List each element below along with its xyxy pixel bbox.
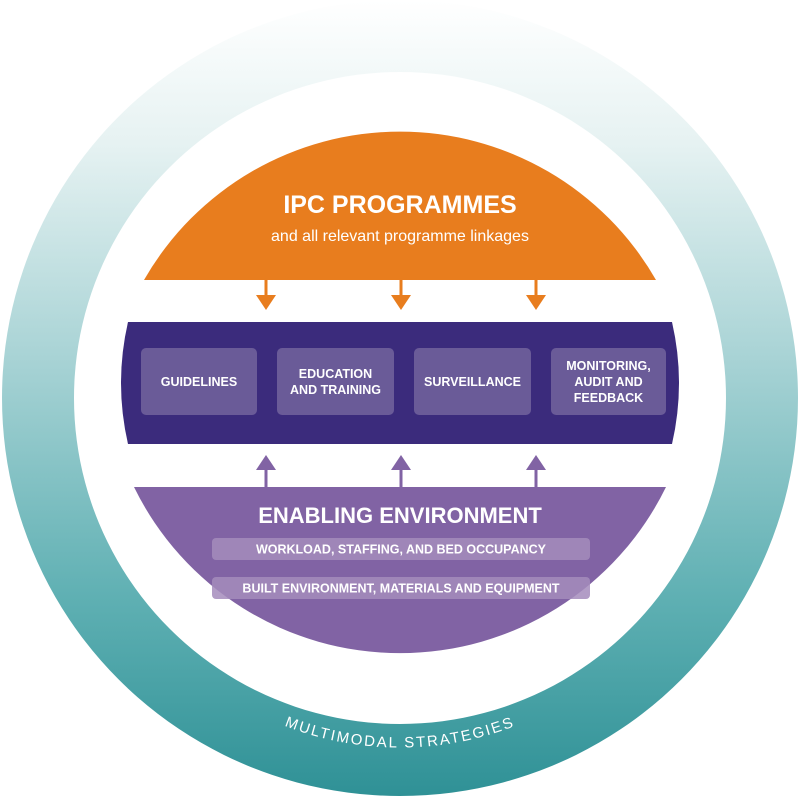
core-component-label: AND TRAINING — [290, 383, 381, 397]
arrow-up-icon — [256, 455, 276, 487]
ipc-programmes-section — [144, 131, 656, 280]
arrow-down-icon — [256, 280, 276, 310]
core-components-band — [121, 322, 679, 444]
core-component-box: GUIDELINES — [141, 348, 257, 415]
arrow-up-icon — [391, 455, 411, 487]
enabling-environment-section — [134, 487, 666, 654]
core-component-box: SURVEILLANCE — [414, 348, 531, 415]
arrow-up-icon — [526, 455, 546, 487]
ipc-title: IPC PROGRAMMES — [283, 191, 516, 219]
enabling-items: WORKLOAD, STAFFING, AND BED OCCUPANCY BUI… — [212, 538, 590, 599]
enabling-title: ENABLING ENVIRONMENT — [258, 503, 542, 528]
down-arrows — [256, 280, 546, 310]
core-component-label: EDUCATION — [299, 367, 372, 381]
core-component-label: FEEDBACK — [574, 391, 643, 405]
core-component-label: AUDIT AND — [574, 375, 642, 389]
arrow-down-icon — [526, 280, 546, 310]
enabling-item: BUILT ENVIRONMENT, MATERIALS AND EQUIPME… — [212, 577, 590, 599]
ipc-subtitle: and all relevant programme linkages — [271, 228, 529, 245]
up-arrows — [256, 455, 546, 487]
enabling-item: WORKLOAD, STAFFING, AND BED OCCUPANCY — [212, 538, 590, 560]
arrow-down-icon — [391, 280, 411, 310]
core-component-label: MONITORING, — [566, 359, 651, 373]
core-component-label: GUIDELINES — [161, 375, 237, 389]
core-components: GUIDELINES EDUCATION AND TRAINING SURVEILLA… — [141, 348, 666, 415]
core-component-label: SURVEILLANCE — [424, 375, 521, 389]
enabling-item-label: WORKLOAD, STAFFING, AND BED OCCUPANCY — [256, 543, 547, 557]
core-component-box: MONITORING, AUDIT AND FEEDBACK — [551, 348, 666, 415]
enabling-item-label: BUILT ENVIRONMENT, MATERIALS AND EQUIPME… — [242, 582, 559, 596]
core-component-box: EDUCATION AND TRAINING — [277, 348, 394, 415]
